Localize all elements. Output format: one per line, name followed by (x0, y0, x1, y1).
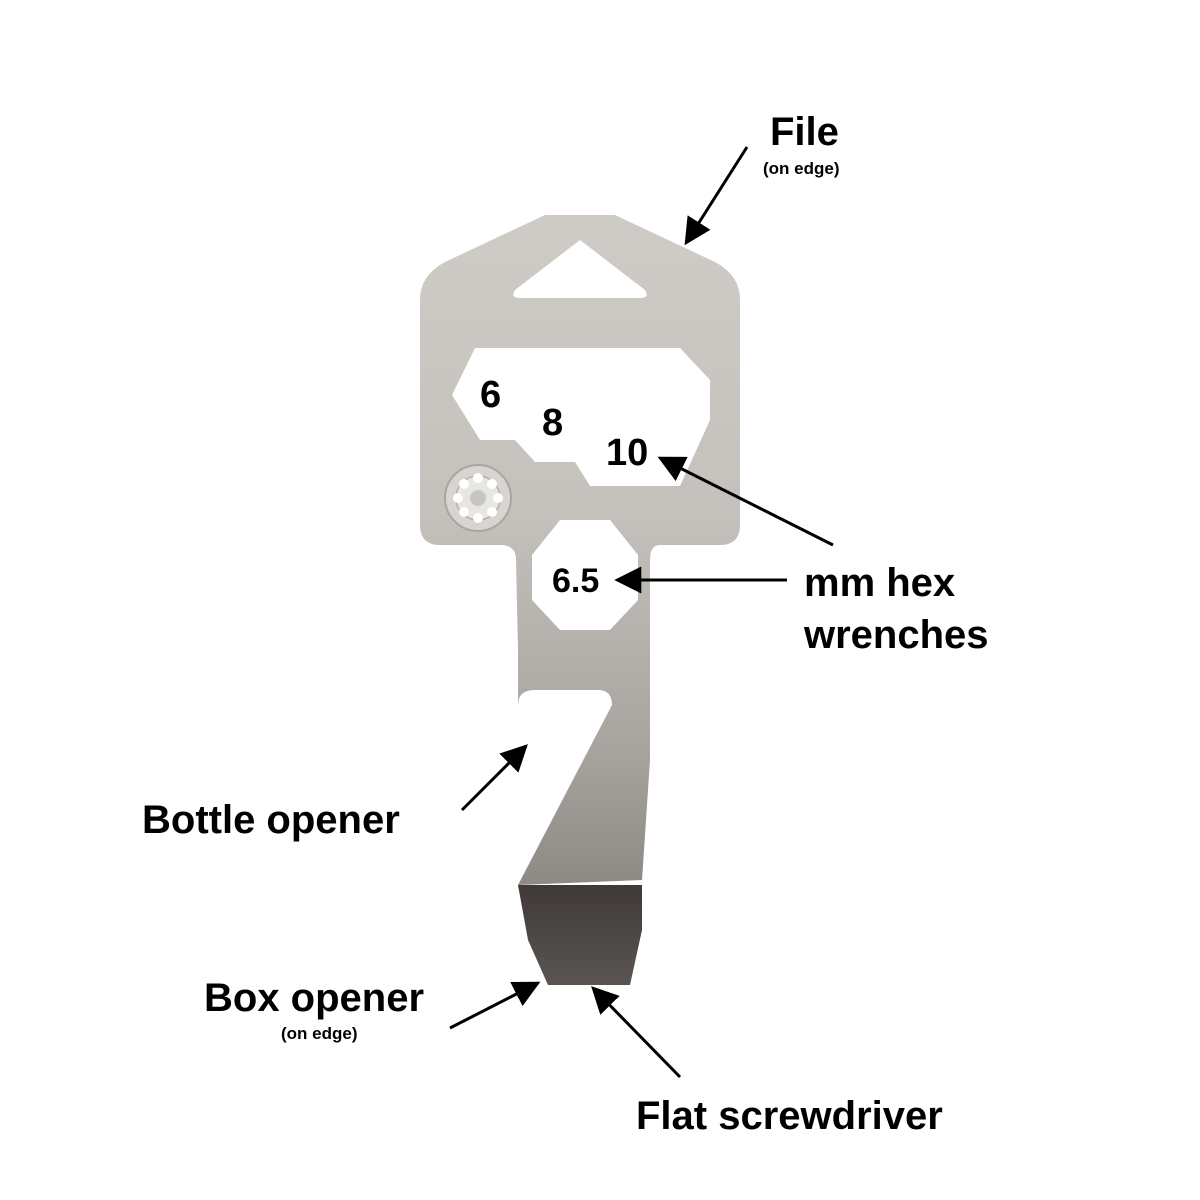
box-arrow (449, 981, 541, 1030)
box-opener-note: (on edge) (281, 1024, 358, 1043)
hex-label-line1: mm hex (804, 561, 956, 605)
wrench-size-8: 8 (542, 402, 564, 444)
file-arrow (684, 146, 749, 246)
tool-body (420, 215, 740, 885)
wrench-size-6-5: 6.5 (552, 562, 600, 600)
bottle-arrow (460, 744, 528, 812)
file-label: File (770, 110, 839, 154)
screwdriver-blade (518, 885, 642, 985)
flat-screwdriver-label: Flat screwdriver (636, 1094, 943, 1138)
hex-arrow-10 (657, 456, 834, 547)
screwdriver-arrow (591, 986, 682, 1079)
wrench-size-10: 10 (606, 432, 649, 474)
wrench-size-6: 6 (480, 374, 502, 416)
hex-label-line2: wrenches (804, 613, 989, 657)
file-note: (on edge) (763, 159, 840, 178)
bottle-opener-label: Bottle opener (142, 798, 400, 842)
gear-badge-icon (444, 464, 512, 532)
box-opener-label: Box opener (204, 976, 425, 1020)
